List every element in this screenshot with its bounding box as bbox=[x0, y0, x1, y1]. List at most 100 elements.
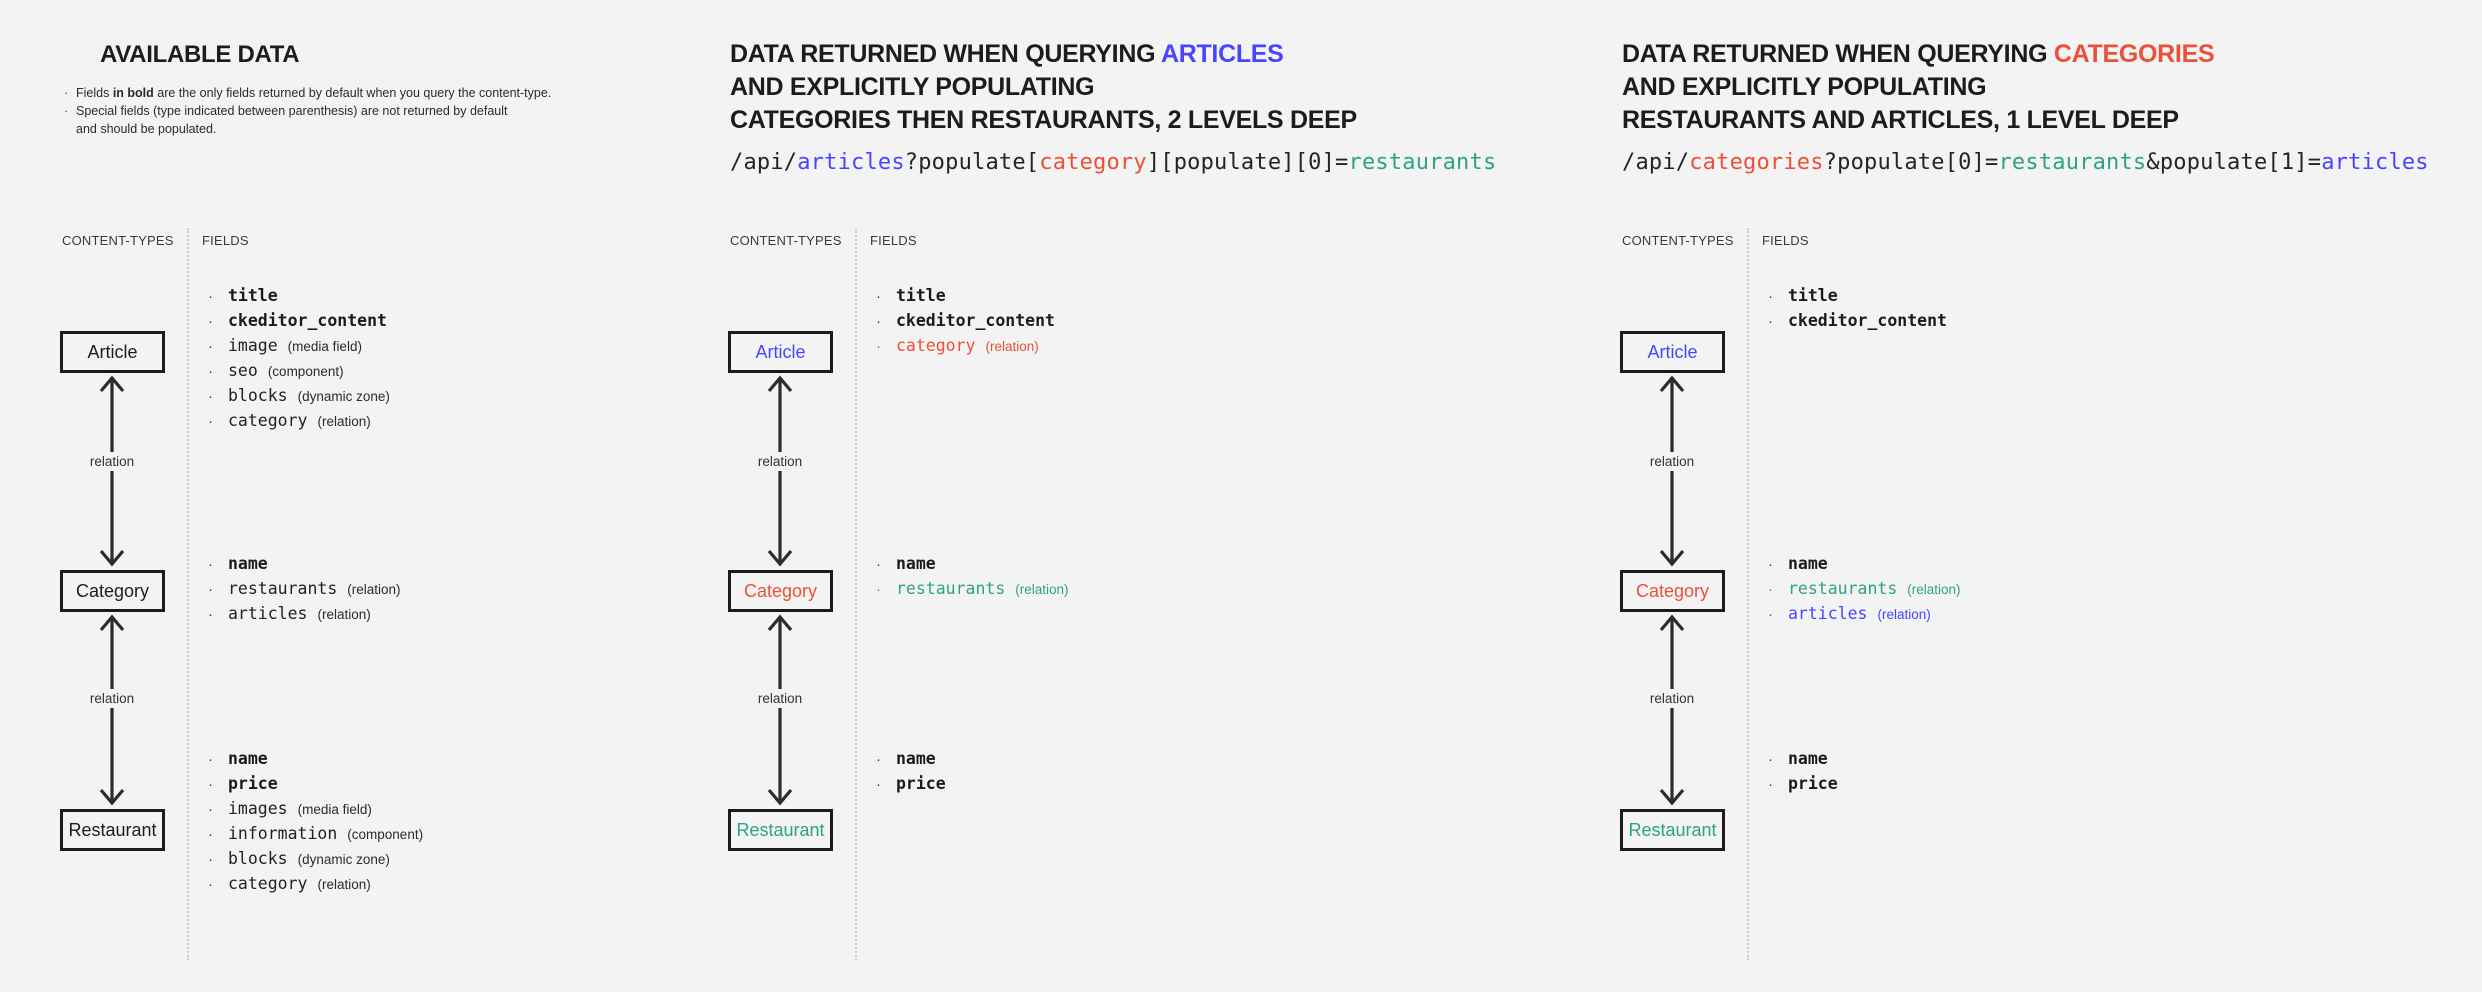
fields-list-article: ·title·ckeditor_content·category(relatio… bbox=[876, 286, 1055, 361]
field-item: · price bbox=[876, 774, 946, 799]
bullet-icon: · bbox=[876, 581, 881, 598]
field-type: (relation) bbox=[317, 607, 371, 622]
bullet-icon: · bbox=[876, 313, 881, 330]
url-text: ?populate[0]= bbox=[1823, 150, 1999, 175]
content-type-label-article: Article bbox=[755, 341, 806, 362]
relation-arrow-icon bbox=[1659, 375, 1685, 567]
content-type-box-restaurant: Restaurant bbox=[728, 809, 833, 851]
fields-list-article: · title ·ckeditor_content bbox=[1768, 286, 1947, 336]
field-item: ·restaurants(relation) bbox=[876, 579, 1069, 604]
field-type: (relation) bbox=[985, 339, 1039, 354]
field-type: (relation) bbox=[317, 877, 371, 892]
bullet-icon: · bbox=[208, 363, 213, 380]
title-line: AND EXPLICITLY POPULATING bbox=[730, 71, 1357, 104]
title-highlight: CATEGORIES bbox=[2053, 40, 2215, 68]
relation-label: relation bbox=[752, 452, 808, 471]
bullet-icon: · bbox=[876, 776, 881, 793]
field-item: ·price bbox=[1768, 774, 1838, 799]
field-item: ·image(media field) bbox=[208, 336, 390, 361]
field-name: image bbox=[228, 336, 278, 355]
url-text: /api/ bbox=[730, 150, 798, 175]
title-text: AVAILABLE DATA bbox=[100, 41, 300, 68]
panel-available-data: AVAILABLE DATA · Fields in bold are the o… bbox=[60, 0, 702, 992]
title-line: DATA RETURNED WHEN QUERYING ARTICLES bbox=[730, 38, 1357, 71]
content-type-label-restaurant: Restaurant bbox=[68, 819, 157, 840]
bullet-icon: · bbox=[208, 413, 213, 430]
field-type: (relation) bbox=[317, 414, 371, 429]
field-type: (component) bbox=[347, 827, 424, 842]
field-name: name bbox=[1788, 749, 1828, 768]
url-highlight: category bbox=[1039, 150, 1147, 175]
fields-column-label: FIELDS bbox=[202, 233, 249, 248]
field-name: name bbox=[228, 749, 268, 768]
field-name: category bbox=[228, 411, 308, 430]
content-type-box-category: Category bbox=[728, 570, 833, 612]
bullet-icon: · bbox=[208, 776, 213, 793]
bullet-icon: · bbox=[1768, 288, 1773, 305]
field-type: (media field) bbox=[287, 339, 362, 354]
field-name: information bbox=[228, 824, 338, 843]
url-highlight: restaurants bbox=[1348, 150, 1497, 175]
field-name: articles bbox=[228, 604, 308, 623]
bullet-icon: · bbox=[1768, 581, 1773, 598]
note-item: ·Special fields (type indicated between … bbox=[64, 102, 551, 138]
bullet-icon: · bbox=[208, 606, 213, 623]
url-highlight: articles bbox=[2321, 150, 2429, 175]
relation-label: relation bbox=[1644, 689, 1700, 708]
bullet-icon: · bbox=[208, 751, 213, 768]
content-type-box-category: Category bbox=[1620, 570, 1725, 612]
field-name: blocks bbox=[228, 849, 288, 868]
bullet-icon: · bbox=[64, 86, 69, 100]
field-name: ckeditor_content bbox=[1788, 311, 1947, 330]
field-item: ·name bbox=[1768, 554, 1961, 579]
note-text: Fields in bold are the only fields retur… bbox=[76, 86, 552, 100]
title-text: DATA RETURNED WHEN QUERYING bbox=[1622, 40, 2054, 68]
field-item: ·images(media field) bbox=[208, 799, 423, 824]
relation-label: relation bbox=[752, 689, 808, 708]
title-highlight: ARTICLES bbox=[1160, 40, 1284, 68]
fields-column-label: FIELDS bbox=[870, 233, 917, 248]
content-types-column-label: CONTENT-TYPES bbox=[62, 233, 174, 248]
field-item: · title bbox=[1768, 286, 1947, 311]
fields-list-article: ·title·ckeditor_content·image(media fiel… bbox=[208, 286, 390, 436]
field-item: ·ckeditor_content bbox=[876, 311, 1055, 336]
field-type: (relation) bbox=[1015, 582, 1069, 597]
field-name: name bbox=[1788, 554, 1828, 573]
field-item: ·ckeditor_content bbox=[1768, 311, 1947, 336]
field-name: title bbox=[1788, 286, 1838, 305]
field-item: · price bbox=[208, 774, 423, 799]
title-text: AND EXPLICITLY POPULATING bbox=[730, 73, 1095, 101]
panel-notes: · Fields in bold are the only fields retu… bbox=[64, 84, 551, 138]
title-line: RESTAURANTS AND ARTICLES, 1 LEVEL DEEP bbox=[1622, 104, 2214, 137]
bullet-icon: · bbox=[208, 851, 213, 868]
fields-list-restaurant: · name · price ·images(media field) · informat… bbox=[208, 749, 423, 899]
field-type: (component) bbox=[267, 364, 344, 379]
column-divider bbox=[1747, 228, 1749, 960]
content-type-label-article: Article bbox=[1647, 341, 1698, 362]
field-name: price bbox=[1788, 774, 1838, 793]
title-text: CATEGORIES THEN RESTAURANTS, 2 LEVELS DE… bbox=[730, 106, 1357, 134]
bullet-icon: · bbox=[208, 313, 213, 330]
field-item: ·articles(relation) bbox=[1768, 604, 1961, 629]
title-text: RESTAURANTS AND ARTICLES, 1 LEVEL DEEP bbox=[1622, 106, 2179, 134]
title-text: AND EXPLICITLY POPULATING bbox=[1622, 73, 1987, 101]
field-name: price bbox=[896, 774, 946, 793]
fields-list-category: ·name·restaurants(relation)·articles(rel… bbox=[208, 554, 401, 629]
field-item: ·title bbox=[208, 286, 390, 311]
relation-arrow-icon bbox=[767, 375, 793, 567]
url-text: ?populate[ bbox=[904, 150, 1040, 175]
bullet-icon: · bbox=[208, 556, 213, 573]
content-type-label-article: Article bbox=[87, 341, 138, 362]
column-divider bbox=[187, 228, 189, 960]
bullet-icon: · bbox=[876, 556, 881, 573]
content-type-box-restaurant: Restaurant bbox=[1620, 809, 1725, 851]
field-name: seo bbox=[228, 361, 258, 380]
field-name: price bbox=[228, 774, 278, 793]
field-item: ·ckeditor_content bbox=[208, 311, 390, 336]
field-type: (dynamic zone) bbox=[297, 389, 390, 404]
title-line: CATEGORIES THEN RESTAURANTS, 2 LEVELS DE… bbox=[730, 104, 1357, 137]
field-type: (relation) bbox=[1877, 607, 1931, 622]
field-item: ·name bbox=[1768, 749, 1838, 774]
field-item: ·blocks(dynamic zone) bbox=[208, 849, 423, 874]
